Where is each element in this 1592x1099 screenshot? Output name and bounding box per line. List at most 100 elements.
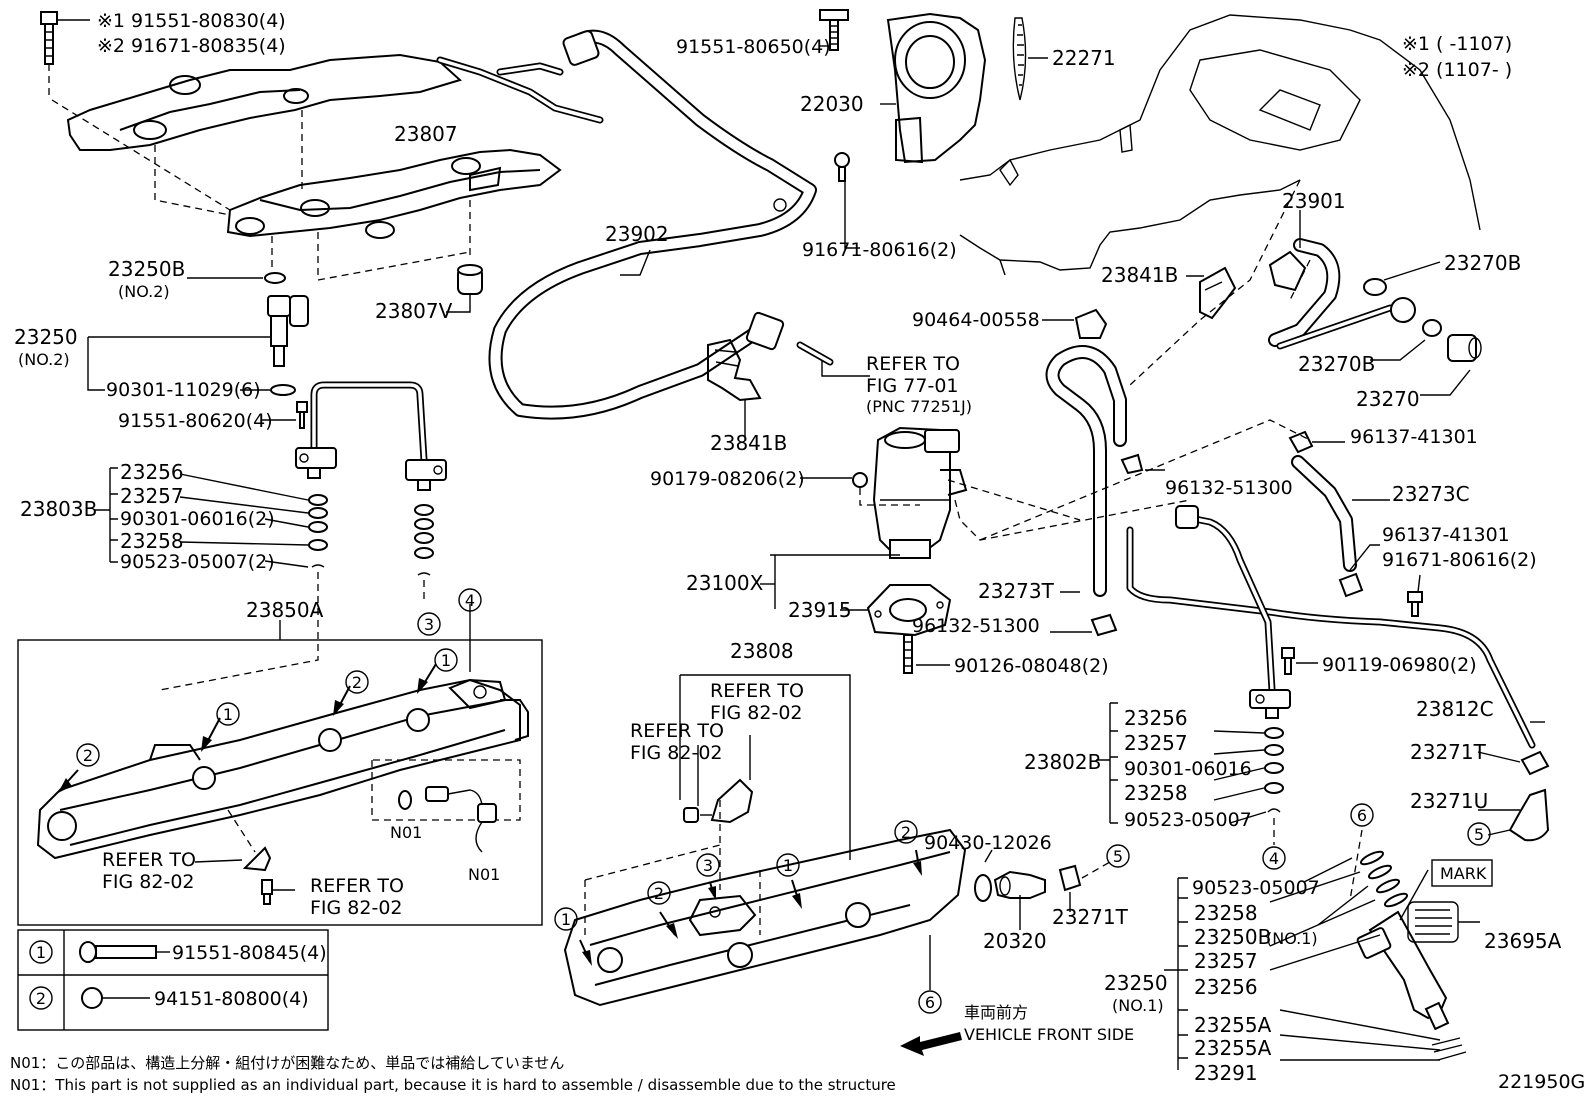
callout-5-b: 5 [1474,825,1484,844]
fuel-pipe-23812C [1126,505,1545,749]
label-fig-82-a1: FIG 82-02 [710,702,803,724]
label-23273T: 23273T [978,579,1055,603]
throttle-body-22030 [819,9,1048,164]
callout-1-b: 1 [441,651,451,670]
label-91551-80830: ※1 91551-80830(4) [97,10,286,32]
legend-row1-num: 1 [36,943,46,962]
label-23270B-a: 23270B [1444,251,1521,275]
label-20320: 20320 [983,929,1047,953]
damper-20320 [974,849,1111,930]
label-23270: 23270 [1356,387,1420,411]
part-labels: ※1 91551-80830(4) ※2 91671-80835(4) 2380… [14,10,1585,1093]
fuel-rail-cover-23807 [51,53,562,281]
note-n01-jp: N01：この部品は、構造上分解・組付けが困難なため、単品では補給していません [10,1054,564,1072]
fuel-pipe-23803B [262,381,447,491]
label-91671-80616-a: 91671-80616(2) [802,239,957,261]
callout-3-a: 3 [424,615,434,634]
hose-23901 [1268,210,1482,396]
label-23255A-b: 23255A [1194,1036,1272,1060]
label-no1-a: (NO.1) [1266,929,1318,948]
label-23291: 23291 [1194,1061,1258,1085]
label-23902: 23902 [605,222,669,246]
label-n01-b: N01 [468,865,500,884]
callout-1-c: 1 [561,910,571,929]
routing-dashes [947,179,1311,541]
label-23807V: 23807V [375,299,453,323]
label-pnc: (PNC 77251J) [866,397,972,416]
label-front-jp: 車両前方 [964,1003,1028,1022]
callout-2-d: 2 [901,823,911,842]
legend-row1-part: 91551-80845(4) [172,942,327,964]
footnotes: N01：この部品は、構造上分解・組付けが困難なため、単品では補給していません N… [10,1054,896,1094]
label-91671-80616-b: 91671-80616(2) [1382,549,1537,571]
label-23271U: 23271U [1410,789,1488,813]
connector-23841B-right [1186,266,1237,320]
legend-table-text: 1 2 91551-80845(4) 94151-80800(4) [36,942,327,1010]
label-23250-no2: 23250 [14,325,78,349]
injector-23250-no1 [1164,829,1480,1070]
label-23100X: 23100X [686,571,764,595]
label-23273C: 23273C [1392,482,1470,506]
label-23850A: 23850A [246,598,324,622]
label-23901: 23901 [1282,189,1346,213]
label-23257-c: 23257 [1194,949,1258,973]
label-23812C: 23812C [1416,697,1494,721]
label-90179: 90179-08206(2) [650,468,805,490]
label-mark: MARK [1440,864,1487,883]
label-23808: 23808 [730,639,794,663]
legend-row2-num: 2 [36,989,46,1008]
label-90301-11029: 90301-11029(6) [106,379,261,401]
label-refer-82-a2: REFER TO [630,720,724,742]
label-96137-b: 96137-41301 [1382,524,1510,546]
intake-manifold [959,14,1481,276]
callout-2-c: 2 [654,884,664,903]
fuel-rail-23808 [563,674,967,1007]
injector-23250-no2 [87,272,309,396]
callout-4-b: 4 [1269,849,1279,868]
label-refer-82-b1: REFER TO [102,849,196,871]
label-90464: 90464-00558 [912,309,1040,331]
label-23841B-b: 23841B [1101,263,1178,287]
callout-numbers: 3 4 2 1 2 1 1 2 3 1 2 6 5 4 6 5 [83,591,1484,1012]
grommet-23807V [446,264,483,313]
note-n01-en: N01：This part is not supplied as an indi… [10,1076,896,1094]
seal-stack-right [1096,702,1284,845]
label-23256-a: 23256 [120,460,184,484]
label-no1-b: (NO.1) [1112,996,1164,1015]
callout-circles [76,588,1493,1014]
label-90523-05007-c: 90523-05007 [1192,877,1320,899]
label-90119: 90119-06980(2) [1322,654,1477,676]
label-90523-05007-a: 90523-05007(2) [120,551,275,573]
fittings-23271 [1477,750,1550,842]
callout-1-a: 1 [223,705,233,724]
valve-23100X [760,426,968,609]
label-22030: 22030 [800,92,864,116]
label-23695A: 23695A [1484,929,1562,953]
label-91551-80620: 91551-80620(4) [118,410,273,432]
fuel-hose-23902 [488,29,817,420]
label-23271T-a: 23271T [1410,740,1487,764]
label-23250B-no1: 23250B [1194,925,1271,949]
label-23802B: 23802B [1024,750,1101,774]
label-n01-a: N01 [390,823,422,842]
callout-3-b: 3 [703,856,713,875]
label-refer-82-b2: REFER TO [310,875,404,897]
remark-2: ※2 (1107- ) [1402,59,1512,81]
label-23271T-b: 23271T [1052,905,1129,929]
label-no2-a: (NO.2) [118,282,170,301]
label-23257-b: 23257 [1124,731,1188,755]
bolt-91671-80616-upper [834,152,860,249]
fuel-line-upper [436,56,604,124]
label-90301-06016-b: 90301-06016 [1124,758,1252,780]
label-91671-80835: ※2 91671-80835(4) [97,35,286,57]
callout-5-a: 5 [1113,847,1123,866]
bolt-91551-80830 [40,11,90,100]
label-96137-a: 96137-41301 [1350,426,1478,448]
label-23256-b: 23256 [1124,706,1188,730]
label-23258-c: 23258 [1194,901,1258,925]
legend-row2-part: 94151-80800(4) [154,988,309,1010]
label-refer-82-a1: REFER TO [710,680,804,702]
fuel-rail-assembly-box-23850A [17,604,543,926]
label-fig-82-b2: FIG 82-02 [310,897,403,919]
callout-6-b: 6 [1357,806,1367,825]
